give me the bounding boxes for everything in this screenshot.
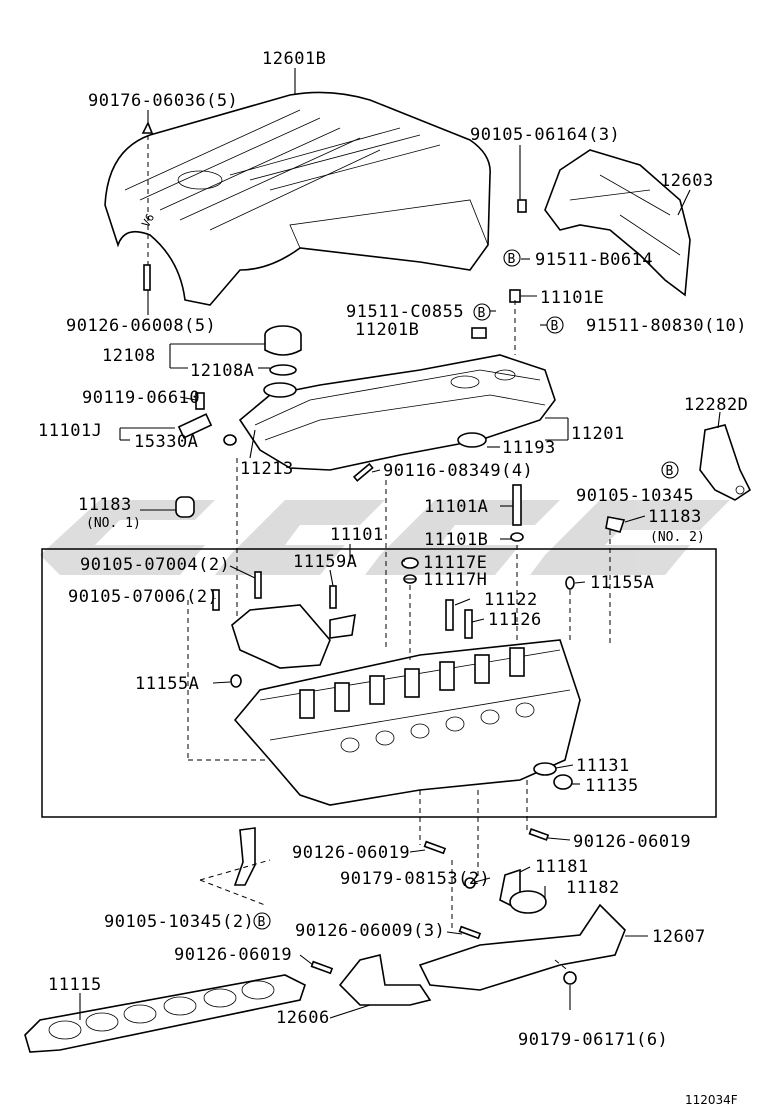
assembly-frame bbox=[41, 548, 717, 818]
label-11155A-right: 11155A bbox=[590, 573, 654, 593]
label-12601B: 12601B bbox=[262, 49, 326, 69]
label-90119: 90119-06610 bbox=[82, 388, 200, 408]
heat-shield-12603[interactable] bbox=[544, 149, 691, 297]
label-11159A: 11159A bbox=[293, 552, 357, 572]
label-12108A: 12108A bbox=[190, 361, 254, 381]
watermark-logo bbox=[40, 500, 730, 575]
engine-undercover-12607[interactable] bbox=[418, 903, 626, 991]
label-90116: 90116-08349(4) bbox=[383, 461, 533, 481]
label-90126-06019-mid: 90126-06019 bbox=[292, 843, 410, 863]
svg-text:B: B bbox=[551, 319, 559, 334]
label-11101J: 11101J bbox=[38, 421, 102, 441]
cover-12606[interactable] bbox=[338, 954, 432, 1006]
label-12606: 12606 bbox=[276, 1008, 330, 1028]
svg-text:B: B bbox=[258, 915, 266, 930]
leader-lines bbox=[79, 68, 721, 1020]
b-badges: B B B B B bbox=[253, 249, 679, 930]
svg-text:B: B bbox=[666, 464, 674, 479]
label-90126-06019-right: 90126-06019 bbox=[573, 832, 691, 852]
label-90105-10345: 90105-10345 bbox=[576, 486, 694, 506]
label-90105-07006: 90105-07006(2) bbox=[68, 587, 218, 607]
bracket-12282D[interactable] bbox=[699, 424, 752, 501]
label-90105-07004: 90105-07004(2) bbox=[80, 555, 230, 575]
label-11122: 11122 bbox=[484, 590, 538, 610]
label-11135: 11135 bbox=[585, 776, 639, 796]
label-15330A: 15330A bbox=[134, 432, 198, 452]
label-11126: 11126 bbox=[488, 610, 542, 630]
label-11115: 11115 bbox=[48, 975, 102, 995]
label-11101E: 11101E bbox=[540, 288, 604, 308]
label-90179-06171: 90179-06171(6) bbox=[518, 1030, 668, 1050]
label-12603: 12603 bbox=[660, 171, 714, 191]
small-hardware bbox=[141, 121, 626, 985]
label-90105-06164: 90105-06164(3) bbox=[470, 125, 620, 145]
label-12282D: 12282D bbox=[684, 395, 748, 415]
label-91511-80830: 91511-80830(10) bbox=[586, 316, 747, 336]
label-11101: 11101 bbox=[330, 525, 384, 545]
label-90126-06019-bottom: 90126-06019 bbox=[174, 945, 292, 965]
label-90126-06008: 90126-06008(5) bbox=[66, 316, 216, 336]
oil-filler-cap[interactable] bbox=[264, 325, 302, 376]
label-90126-06009: 90126-06009(3) bbox=[295, 921, 445, 941]
label-11181: 11181 bbox=[535, 857, 589, 877]
label-11131: 11131 bbox=[576, 756, 630, 776]
camshaft-housing[interactable] bbox=[231, 604, 356, 669]
label-90105-10345-2: 90105-10345(2) bbox=[104, 912, 254, 932]
label-11201: 11201 bbox=[571, 424, 625, 444]
svg-text:B: B bbox=[508, 252, 516, 267]
label-11213: 11213 bbox=[240, 459, 294, 479]
label-11117E: 11117E bbox=[423, 553, 487, 573]
label-11201B: 11201B bbox=[355, 320, 419, 340]
label-12108: 12108 bbox=[102, 346, 156, 366]
label-11182: 11182 bbox=[566, 878, 620, 898]
part-labels: 12601B 90176-06036(5) 90105-06164(3) 126… bbox=[38, 49, 748, 1107]
valve-lifters bbox=[299, 647, 525, 719]
label-11183-no2: 11183 bbox=[648, 507, 702, 527]
label-11183-no2-sub: (NO. 2) bbox=[650, 530, 705, 545]
label-11101A: 11101A bbox=[424, 497, 488, 517]
label-11101B: 11101B bbox=[424, 530, 488, 550]
label-90179-08153: 90179-08153(2) bbox=[340, 869, 490, 889]
svg-text:B: B bbox=[478, 306, 486, 321]
label-12607: 12607 bbox=[652, 927, 706, 947]
engine-cover[interactable]: V6 bbox=[104, 91, 491, 306]
label-90176: 90176-06036(5) bbox=[88, 91, 238, 111]
label-91511-B0614: 91511-B0614 bbox=[535, 250, 653, 270]
head-gasket[interactable] bbox=[24, 974, 306, 1053]
label-91511-C0855: 91511-C0855 bbox=[346, 302, 464, 322]
valve-cover[interactable] bbox=[238, 354, 556, 471]
gasket-bores bbox=[48, 980, 275, 1040]
label-11155A-left: 11155A bbox=[135, 674, 199, 694]
label-11117H: 11117H bbox=[423, 570, 487, 590]
label-11183-no1: 11183 bbox=[78, 495, 132, 515]
port-holes bbox=[340, 702, 535, 753]
figure-code: 112034F bbox=[685, 1093, 738, 1107]
label-11183-no1-sub: (NO. 1) bbox=[86, 516, 141, 531]
label-11193: 11193 bbox=[502, 438, 556, 458]
